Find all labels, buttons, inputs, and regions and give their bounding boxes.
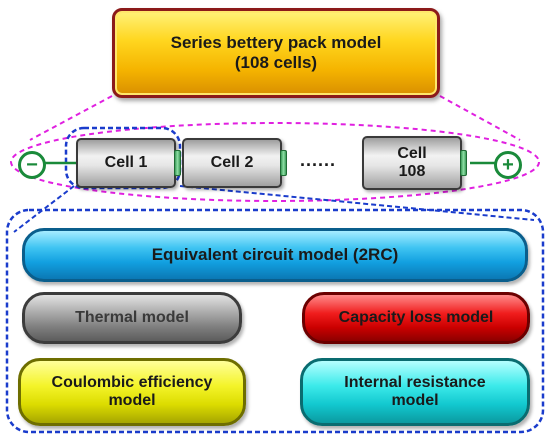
cell-108-label-line2: 108 xyxy=(398,163,426,180)
cell-2: Cell 2 xyxy=(182,138,282,188)
thermal-model-box: Thermal model xyxy=(22,292,242,344)
cell-108-terminal xyxy=(460,150,467,176)
cell-1-label: Cell 1 xyxy=(104,153,148,171)
cell-2-label: Cell 2 xyxy=(210,153,254,171)
detail-link-left xyxy=(13,185,75,233)
thermal-label: Thermal model xyxy=(75,308,189,326)
pack-link-left xyxy=(29,95,113,141)
cell-108-label-line1: Cell xyxy=(397,144,427,162)
coulombic-label-line1: Coulombic efficiency xyxy=(51,373,213,391)
cell-ellipsis: ...... xyxy=(300,150,337,170)
coulombic-efficiency-model-box: Coulombic efficiency model xyxy=(18,358,246,426)
cell-string-outline xyxy=(10,122,540,202)
battery-pack-model-box: Series bettery pack model (108 cells) xyxy=(112,8,440,98)
negative-terminal-icon: − xyxy=(18,151,46,179)
pack-title: Series bettery pack model xyxy=(170,33,382,53)
capacity-loss-model-box: Capacity loss model xyxy=(302,292,530,344)
internal-label-line1: Internal resistance xyxy=(344,373,486,391)
capacity-label: Capacity loss model xyxy=(338,308,494,326)
cell-108: Cell 108 xyxy=(362,136,462,190)
equivalent-circuit-model-box: Equivalent circuit model (2RC) xyxy=(22,228,528,282)
detail-link-right xyxy=(179,185,535,221)
cell-1: Cell 1 xyxy=(76,138,176,188)
coulombic-label-line2: model xyxy=(108,392,156,409)
ecm-label: Equivalent circuit model (2RC) xyxy=(151,245,399,265)
internal-label-line2: model xyxy=(391,392,439,409)
cell1-highlight xyxy=(64,126,182,190)
cell-1-terminal xyxy=(174,150,181,176)
detail-outline xyxy=(5,208,545,434)
cell-2-terminal xyxy=(280,150,287,176)
positive-terminal-icon: + xyxy=(494,151,522,179)
pack-link-right xyxy=(439,95,521,141)
pack-cell-count: (108 cells) xyxy=(234,53,318,72)
internal-resistance-model-box: Internal resistance model xyxy=(300,358,530,426)
